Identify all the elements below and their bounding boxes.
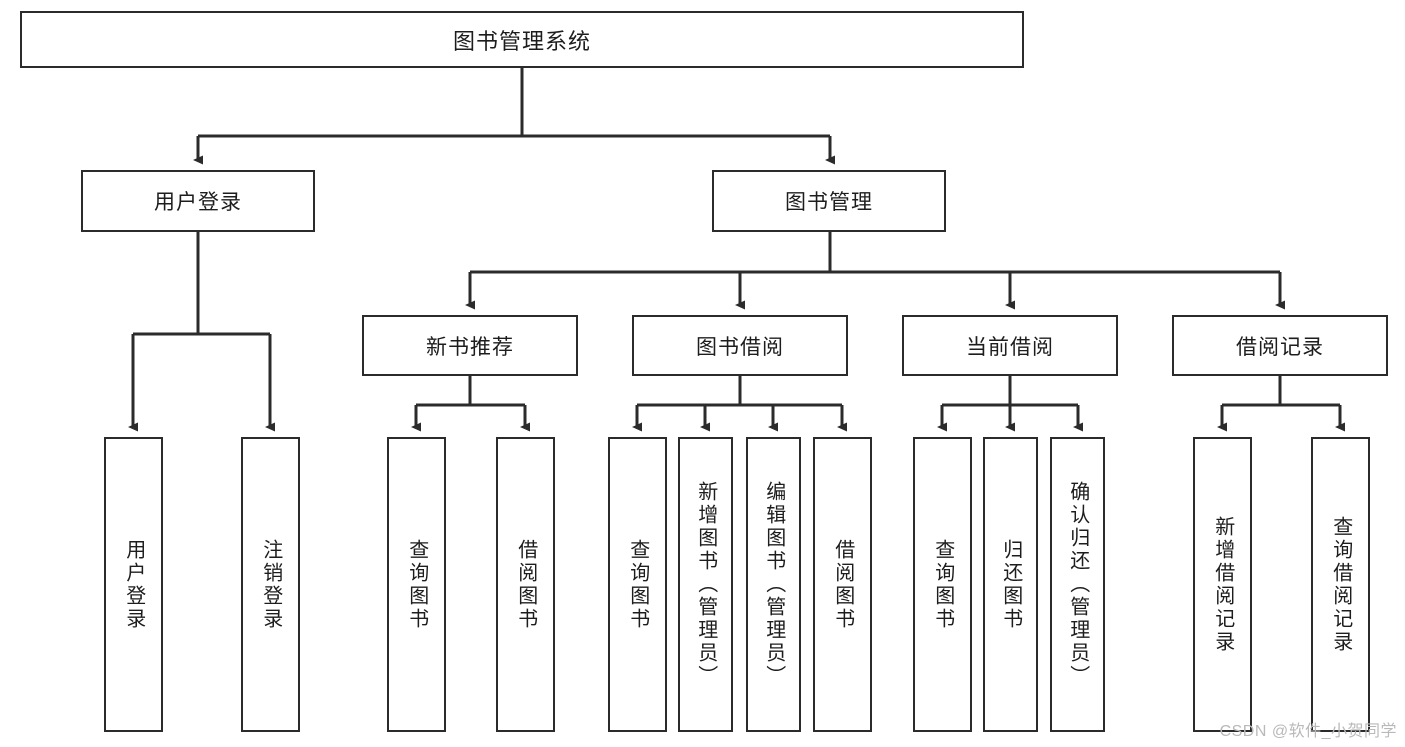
node-label: 编辑图书（管理员） — [762, 481, 785, 688]
node-label: 新增借阅记录 — [1211, 515, 1234, 654]
node-label: 借阅图书 — [514, 538, 537, 631]
node-borrow-record[interactable]: 借阅记录 — [1172, 315, 1388, 376]
leaf-current-query-book[interactable]: 查询图书 — [913, 437, 972, 732]
leaf-query-borrow-record[interactable]: 查询借阅记录 — [1311, 437, 1370, 732]
node-label: 当前借阅 — [966, 335, 1054, 359]
leaf-edit-book-admin[interactable]: 编辑图书（管理员） — [746, 437, 801, 732]
node-label: 图书借阅 — [696, 335, 784, 359]
node-label: 图书管理 — [785, 191, 873, 214]
leaf-user-login[interactable]: 用户登录 — [104, 437, 163, 732]
node-label: 图书管理系统 — [452, 28, 591, 54]
node-label: 用户登录 — [154, 191, 242, 214]
node-book-borrow[interactable]: 图书借阅 — [632, 315, 848, 376]
leaf-add-borrow-record[interactable]: 新增借阅记录 — [1193, 437, 1252, 732]
node-current-borrow[interactable]: 当前借阅 — [902, 315, 1118, 376]
node-label: 借阅记录 — [1236, 335, 1324, 359]
node-label: 新书推荐 — [426, 335, 514, 359]
node-label: 查询图书 — [931, 538, 954, 631]
node-label: 查询借阅记录 — [1329, 515, 1352, 654]
csdn-watermark: CSDN @软件_小贺同学 — [1219, 723, 1397, 740]
leaf-borrow-book[interactable]: 借阅图书 — [813, 437, 872, 732]
leaf-new-book-borrow[interactable]: 借阅图书 — [496, 437, 555, 732]
leaf-add-book-admin[interactable]: 新增图书（管理员） — [678, 437, 733, 732]
leaf-confirm-return-admin[interactable]: 确认归还（管理员） — [1050, 437, 1105, 732]
node-label: 查询图书 — [626, 538, 649, 631]
node-label: 借阅图书 — [831, 538, 854, 631]
node-new-book-recommend[interactable]: 新书推荐 — [362, 315, 578, 376]
node-label: 新增图书（管理员） — [694, 481, 717, 688]
node-root-book-management-system[interactable]: 图书管理系统 — [20, 11, 1024, 68]
leaf-logout[interactable]: 注销登录 — [241, 437, 300, 732]
node-label: 注销登录 — [259, 538, 282, 631]
leaf-return-book[interactable]: 归还图书 — [983, 437, 1038, 732]
node-user-login[interactable]: 用户登录 — [81, 170, 315, 232]
node-book-management[interactable]: 图书管理 — [712, 170, 946, 232]
leaf-new-book-query[interactable]: 查询图书 — [387, 437, 446, 732]
leaf-borrow-query-book[interactable]: 查询图书 — [608, 437, 667, 732]
node-label: 归还图书 — [999, 538, 1022, 631]
node-label: 查询图书 — [405, 538, 428, 631]
node-label: 确认归还（管理员） — [1066, 481, 1089, 688]
node-label: 用户登录 — [122, 538, 145, 631]
